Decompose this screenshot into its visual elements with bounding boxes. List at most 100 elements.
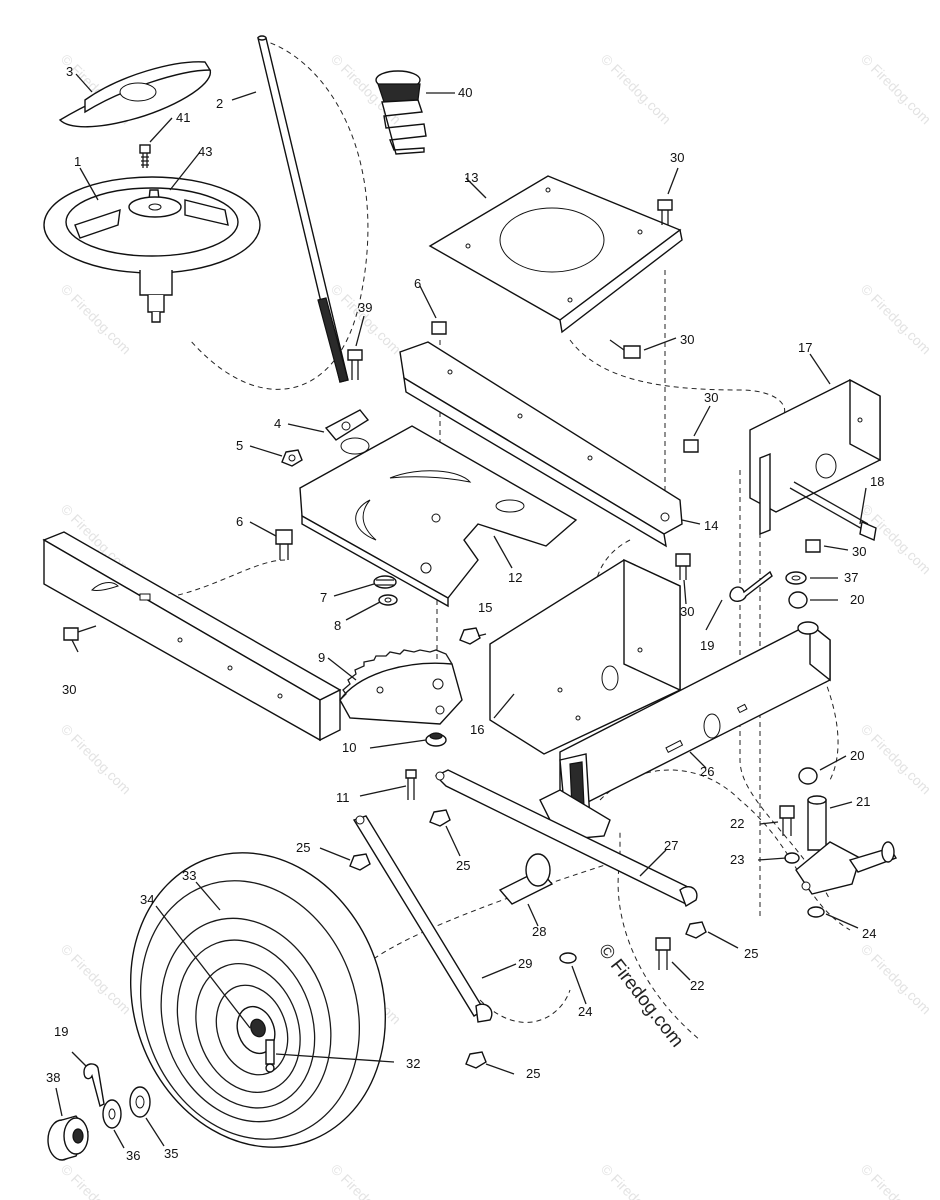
washer-35 [129, 1086, 151, 1118]
bracket-17 [749, 378, 881, 536]
sector-gear [339, 649, 463, 725]
callout-14: 14 [704, 518, 718, 533]
callout-18: 18 [870, 474, 884, 489]
watermark-14: © Firedog.com [858, 941, 934, 1017]
callout-30f: 30 [62, 682, 76, 697]
tire [129, 852, 387, 1148]
bolt-11 [405, 769, 417, 800]
callout-27: 27 [664, 838, 678, 853]
watermark-9: © Firedog.com [858, 501, 934, 577]
bolt-22-b [655, 937, 671, 970]
washer-24-a [559, 952, 577, 964]
callout-21: 21 [856, 794, 870, 809]
callout-33: 33 [182, 868, 196, 883]
screw-39 [347, 349, 363, 380]
callout-41: 41 [176, 110, 190, 125]
watermark-4: © Firedog.com [858, 51, 934, 127]
callout-30d: 30 [852, 544, 866, 559]
washer-8 [378, 594, 398, 606]
bolt-6-lower [275, 529, 293, 560]
callout-25c: 25 [744, 946, 758, 961]
callout-15: 15 [478, 600, 492, 615]
steering-wheel [43, 176, 261, 323]
callout-38: 38 [46, 1070, 60, 1085]
pinion-7 [373, 575, 397, 589]
callout-20a: 20 [850, 592, 864, 607]
nut-15 [459, 627, 481, 645]
left-frame-rail [42, 531, 342, 742]
callout-6a: 6 [414, 276, 421, 291]
callout-8: 8 [334, 618, 341, 633]
cotter-pin-lower [83, 1063, 105, 1108]
frame-plate-12 [299, 425, 578, 608]
nut-25-d [465, 1051, 487, 1069]
watermark-7: © Firedog.com [858, 281, 934, 357]
callout-19a: 19 [700, 638, 714, 653]
callout-17: 17 [798, 340, 812, 355]
callout-30e: 30 [680, 604, 694, 619]
callout-35: 35 [164, 1146, 178, 1161]
watermark-16: © Firedog.com [328, 1161, 404, 1200]
nut-5 [281, 449, 303, 467]
watermark-3: © Firedog.com [598, 51, 674, 127]
callout-40: 40 [458, 85, 472, 100]
callout-29: 29 [518, 956, 532, 971]
watermark-12: © Firedog.com [58, 941, 134, 1017]
callout-10: 10 [342, 740, 356, 755]
right-spindle [795, 795, 898, 895]
bolt-22-a [779, 805, 795, 836]
callout-30b: 30 [680, 332, 694, 347]
callout-36: 36 [126, 1148, 140, 1163]
callout-43: 43 [198, 144, 212, 159]
callout-25a: 25 [296, 840, 310, 855]
callout-24b: 24 [862, 926, 876, 941]
callout-22a: 22 [730, 816, 744, 831]
callout-39: 39 [358, 300, 372, 315]
assembly-lines [139, 39, 851, 1041]
cap-screw [139, 144, 151, 168]
screw-30-mid [609, 339, 641, 359]
screw-30-top [657, 199, 673, 225]
callout-3: 3 [66, 64, 73, 79]
callout-28: 28 [532, 924, 546, 939]
grease-fitting [265, 1039, 275, 1073]
spindle-stub [498, 853, 554, 905]
callout-34: 34 [140, 892, 154, 907]
callout-30a: 30 [670, 150, 684, 165]
callout-1: 1 [74, 154, 81, 169]
watermark-17: © Firedog.com [598, 1161, 674, 1200]
nut-25-c [685, 921, 707, 939]
callout-9: 9 [318, 650, 325, 665]
bushing-10 [425, 732, 447, 747]
callout-12: 12 [508, 570, 522, 585]
callout-23: 23 [730, 852, 744, 867]
washer-36 [102, 1099, 122, 1129]
washer-23 [784, 852, 800, 864]
callout-4: 4 [274, 416, 281, 431]
callout-7: 7 [320, 590, 327, 605]
bolt-6-upper [431, 321, 447, 335]
callout-32: 32 [406, 1056, 420, 1071]
callout-20b: 20 [850, 748, 864, 763]
watermark-15: © Firedog.com [58, 1161, 134, 1200]
screw-30-axle [805, 539, 821, 553]
watermark-11: © Firedog.com [858, 721, 934, 797]
nut-25-b [429, 809, 451, 827]
callout-16: 16 [470, 722, 484, 737]
callout-6b: 6 [236, 514, 243, 529]
bracket-16 [489, 558, 681, 755]
watermark-18: © Firedog.com [858, 1161, 934, 1200]
screw-30-bracket [683, 439, 699, 453]
nut-25-a [349, 853, 371, 871]
callout-24a: 24 [578, 1004, 592, 1019]
bushing-37 [785, 571, 807, 585]
cotter-pin-upper [729, 570, 773, 602]
callout-25d: 25 [526, 1066, 540, 1081]
washer-24-b [807, 906, 825, 918]
bolt-18 [789, 481, 877, 541]
callout-11: 11 [336, 790, 350, 805]
callout-22b: 22 [690, 978, 704, 993]
callout-5: 5 [236, 438, 243, 453]
steering-wheel-cap [58, 61, 212, 128]
